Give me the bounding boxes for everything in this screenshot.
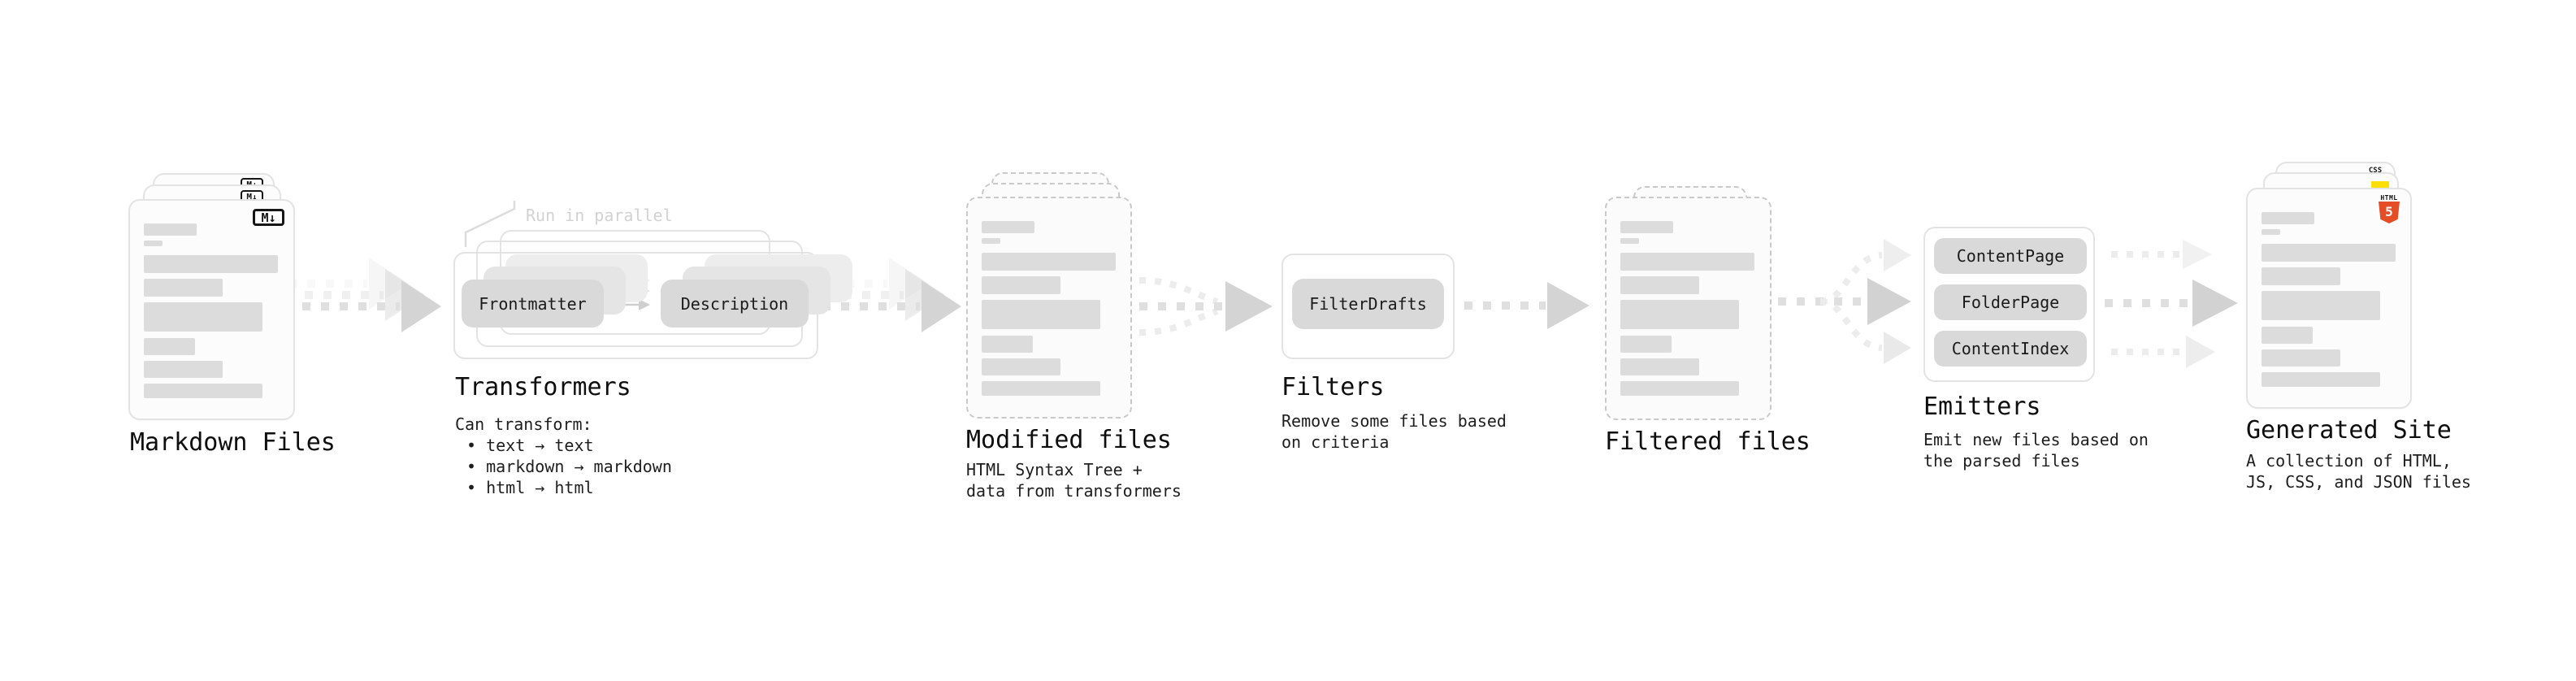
stage-label-markdown-files: Markdown Files	[130, 428, 336, 457]
contentindex-pill: ContentIndex	[1934, 331, 2087, 367]
skeleton-line	[1620, 381, 1739, 396]
skeleton-line	[982, 381, 1100, 396]
skeleton-line	[144, 223, 197, 236]
transformers-bullet: • text → text	[466, 436, 594, 455]
skeleton-line	[982, 221, 1034, 233]
skeleton-line	[144, 384, 262, 398]
skeleton-line	[1620, 358, 1699, 375]
skeleton-line	[2262, 244, 2396, 262]
skeleton-line	[982, 276, 1060, 294]
modified-files-caption: HTML Syntax Tree +	[966, 460, 1143, 479]
skeleton-line	[144, 361, 223, 378]
emitters-caption: the parsed files	[1923, 451, 2080, 471]
skeleton-line	[2262, 349, 2340, 367]
skeleton-line	[1620, 238, 1639, 244]
css-icon-word: CSS	[2368, 167, 2383, 175]
html5-icon: HTML 5	[2379, 194, 2400, 223]
generated-site-caption: A collection of HTML,	[2246, 451, 2452, 471]
skeleton-line	[982, 253, 1116, 271]
description-pill: Description	[661, 280, 809, 327]
contentpage-pill: ContentPage	[1934, 238, 2087, 274]
transformers-bullet: • html → html	[466, 478, 594, 497]
generated-file-card-html: HTML 5	[2246, 188, 2412, 409]
filterdrafts-pill: FilterDrafts	[1292, 279, 1444, 329]
arrow-filtered-to-emitters	[1778, 239, 1911, 364]
skeleton-line	[144, 302, 262, 332]
arrow-emitters-to-generated	[2105, 240, 2238, 368]
skeleton-line	[1620, 336, 1672, 353]
skeleton-line	[1620, 221, 1673, 233]
emitters-box	[1923, 227, 2095, 382]
skeleton-line	[144, 338, 195, 355]
skeleton-line	[982, 300, 1100, 329]
skeleton-line	[1620, 300, 1739, 329]
html5-icon-word: HTML	[2380, 194, 2398, 202]
filters-caption: on criteria	[1281, 432, 1390, 452]
stage-label-generated-site: Generated Site	[2246, 416, 2452, 445]
skeleton-line	[144, 241, 163, 246]
skeleton-line	[144, 255, 278, 273]
emitters-caption: Emit new files based on	[1923, 430, 2149, 449]
skeleton-line	[982, 336, 1033, 353]
modified-files-caption: data from transformers	[966, 481, 1182, 501]
skeleton-line	[1620, 276, 1699, 294]
html5-icon-shield: 5	[2379, 202, 2400, 223]
frontmatter-pill: Frontmatter	[462, 280, 604, 327]
skeleton-line	[2262, 291, 2380, 320]
skeleton-line	[144, 279, 223, 297]
skeleton-line	[2262, 229, 2280, 235]
file-skeleton	[1620, 221, 1754, 396]
run-in-parallel-annotation: Run in parallel	[526, 206, 673, 225]
transformers-bullet: • markdown → markdown	[466, 457, 672, 476]
stage-label-modified-files: Modified files	[966, 426, 1172, 454]
modified-file-card	[966, 197, 1132, 419]
arrow-filters-to-filtered	[1464, 282, 1589, 329]
arrow-markdown-to-transformers	[270, 258, 441, 332]
filters-caption: Remove some files based	[1281, 411, 1507, 431]
markdown-icon: M↓	[253, 209, 284, 226]
skeleton-line	[1620, 253, 1754, 271]
skeleton-line	[2262, 327, 2313, 344]
skeleton-line	[2262, 212, 2314, 224]
folderpage-pill: FolderPage	[1934, 284, 2087, 320]
file-skeleton	[144, 223, 278, 398]
markdown-file-card: M↓	[128, 199, 295, 420]
transformers-caption-heading: Can transform:	[455, 414, 592, 434]
generated-site-caption: JS, CSS, and JSON files	[2246, 472, 2471, 492]
skeleton-line	[2262, 267, 2340, 285]
arrow-modified-to-filters	[1138, 277, 1273, 336]
filtered-file-card	[1605, 197, 1772, 420]
skeleton-line	[982, 358, 1060, 375]
file-skeleton	[2262, 212, 2396, 387]
stage-label-emitters: Emitters	[1923, 393, 2041, 421]
filters-box	[1281, 254, 1455, 359]
stage-label-filtered-files: Filtered files	[1605, 427, 1811, 456]
stage-label-transformers: Transformers	[455, 373, 631, 401]
stage-label-filters: Filters	[1281, 373, 1385, 401]
file-skeleton	[982, 221, 1116, 396]
skeleton-line	[982, 238, 1000, 244]
skeleton-line	[2262, 372, 2380, 387]
